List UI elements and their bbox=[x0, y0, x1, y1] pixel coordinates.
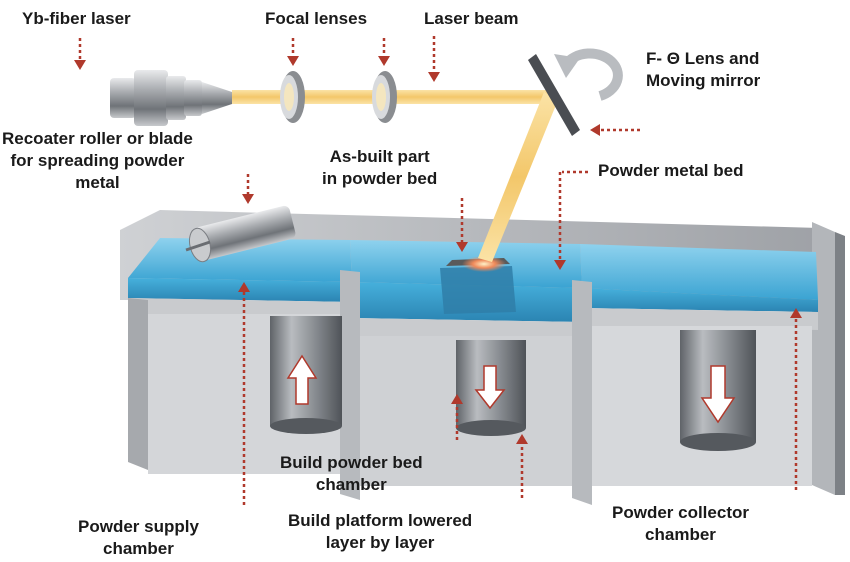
divider-1 bbox=[340, 270, 360, 500]
collector-piston-bottom bbox=[680, 433, 756, 451]
label-line: As-built part bbox=[329, 147, 430, 166]
label-line: Powder metal bed bbox=[598, 161, 744, 180]
as-built-part bbox=[440, 266, 516, 314]
label-line: F- Θ Lens and bbox=[646, 49, 760, 68]
label-line: metal bbox=[75, 173, 120, 192]
build-ledge bbox=[352, 318, 582, 340]
down-arrow-icon bbox=[700, 365, 736, 424]
divider-2 bbox=[572, 280, 592, 505]
label-line: Moving mirror bbox=[646, 71, 761, 90]
collector-ledge bbox=[582, 308, 818, 330]
label-recoater: Recoater roller or blade for spreading p… bbox=[2, 128, 193, 194]
rotate-arrow-icon bbox=[562, 48, 623, 101]
label-line: Laser beam bbox=[424, 9, 519, 28]
label-powder-collector: Powder collector chamber bbox=[612, 502, 749, 546]
focal-lens-1 bbox=[280, 71, 305, 123]
label-focal-lenses: Focal lenses bbox=[265, 8, 367, 30]
label-as-built-part: As-built part in powder bed bbox=[322, 146, 437, 190]
left-wall bbox=[128, 298, 148, 470]
up-arrow-icon bbox=[286, 354, 318, 405]
label-powder-supply: Powder supply chamber bbox=[78, 516, 199, 560]
label-yb-fiber-laser: Yb-fiber laser bbox=[22, 8, 131, 30]
powder-front-collector bbox=[582, 288, 818, 312]
pointer-arrows bbox=[74, 36, 802, 505]
supply-ledge bbox=[128, 298, 352, 318]
label-line: Recoater roller or blade bbox=[2, 129, 193, 148]
recoater-roller bbox=[185, 205, 296, 263]
label-line: in powder bed bbox=[322, 169, 438, 188]
label-laser-beam: Laser beam bbox=[424, 8, 519, 30]
focal-lens-2 bbox=[372, 71, 397, 123]
label-line: chamber bbox=[645, 525, 716, 544]
label-build-powder-bed: Build powder bed chamber bbox=[280, 452, 423, 496]
powder-supply-surface bbox=[128, 238, 352, 282]
label-line: layer by layer bbox=[325, 533, 435, 552]
moving-mirror bbox=[528, 54, 580, 136]
label-line: Powder supply bbox=[78, 517, 199, 536]
laser-spot bbox=[462, 256, 506, 272]
label-line: Powder collector bbox=[612, 503, 749, 522]
label-f-theta-lens: F- Θ Lens and Moving mirror bbox=[646, 48, 760, 92]
label-line: Build powder bed bbox=[280, 453, 423, 472]
right-end-wall bbox=[812, 222, 835, 495]
label-line: chamber bbox=[315, 475, 387, 494]
label-powder-metal-bed: Powder metal bed bbox=[598, 160, 743, 182]
rotate-arrowhead-icon bbox=[554, 54, 580, 78]
build-piston-bottom bbox=[456, 420, 526, 436]
down-arrow-icon bbox=[474, 365, 506, 410]
label-line: for spreading powder bbox=[10, 151, 185, 170]
supply-piston-bottom bbox=[270, 418, 342, 434]
label-line: Focal lenses bbox=[265, 9, 368, 28]
label-line: Yb-fiber laser bbox=[22, 9, 131, 28]
powder-collector-surface bbox=[580, 244, 818, 300]
label-line: chamber bbox=[103, 539, 174, 558]
right-end-wall-face bbox=[835, 232, 845, 495]
label-build-platform: Build platform lowered layer by layer bbox=[288, 510, 472, 554]
laser-beam-diagonal bbox=[478, 92, 558, 262]
yb-fiber-laser bbox=[110, 70, 232, 126]
label-line: Build platform lowered bbox=[288, 511, 473, 530]
